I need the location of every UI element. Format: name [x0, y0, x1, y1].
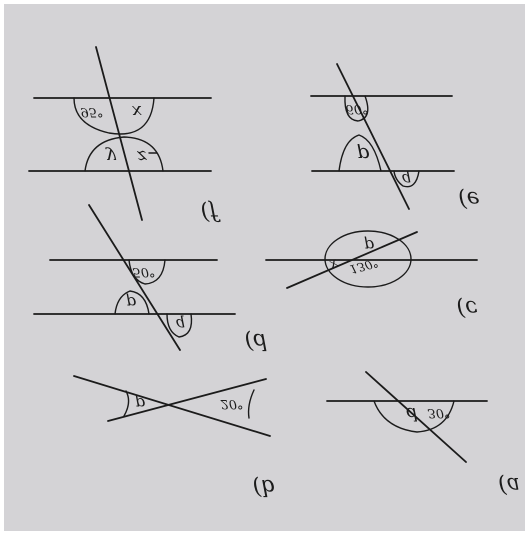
diagram-d-label: (d: [245, 328, 268, 353]
diagram-e-angle-q: q: [401, 170, 411, 189]
diagram-e-angle-60: 60°: [345, 101, 368, 116]
diagram-a-angle-30: 30°: [427, 405, 450, 420]
diagram-e: 60° p q (e: [310, 63, 480, 211]
diagram-f-arc-bottom: [84, 136, 164, 172]
diagram-f-label: (f: [201, 199, 222, 224]
diagram-b-line-two: [107, 378, 267, 422]
diagram-e-arc-60: [344, 95, 369, 122]
diagram-f-angle-z: z: [136, 146, 147, 167]
diagram-a-slanted-line: [365, 371, 467, 463]
mirrored-drawing-group: 60° p q (e 95° x y z (f 130° x: [28, 46, 520, 499]
diagram-f: 95° x y z (f: [28, 46, 222, 224]
diagram-e-label: (e: [458, 186, 480, 211]
diagram-d: 50° p q (d: [33, 204, 268, 353]
diagram-f-angle-95: 95°: [80, 104, 103, 119]
diagram-b-arc-20: [247, 389, 255, 419]
diagram-a: 30° d (a: [326, 371, 520, 497]
diagram-d-arc-50: [128, 259, 166, 285]
diagram-f-arc-top: [73, 97, 155, 135]
diagram-e-arc-q: [393, 170, 420, 188]
diagram-b-angle-p: p: [135, 394, 145, 413]
paper-background: [4, 4, 525, 531]
diagram-b: 20° p (b: [73, 375, 276, 499]
diagram-a-label: (a: [498, 472, 520, 497]
diagram-d-arc-q: [166, 313, 193, 338]
diagram-c-oval: [324, 230, 412, 288]
diagram-a-arc: [373, 400, 455, 433]
diagram-e-angle-p: p: [357, 143, 370, 167]
diagram-b-angle-20: 20°: [219, 396, 243, 411]
diagram-c-label: (c: [457, 295, 478, 320]
diagram-e-transversal: [336, 63, 410, 210]
diagram-d-arc-p: [114, 290, 150, 315]
diagram-d-angle-50: 50°: [132, 264, 155, 279]
diagram-b-arc-p: [123, 390, 130, 417]
diagram-c-angle-p: p: [364, 236, 374, 255]
diagram-f-angle-y: y: [105, 146, 117, 167]
diagram-a-angle-d: d: [406, 403, 418, 424]
diagram-e-arc-p: [338, 134, 382, 172]
diagram-d-angle-q: q: [175, 315, 185, 334]
diagram-b-line-one: [73, 375, 271, 437]
diagram-f-angle-x: x: [132, 101, 142, 122]
diagram-b-label: (b: [253, 474, 276, 499]
diagram-c-slanted-line: [286, 231, 418, 289]
diagram-d-angle-p: p: [126, 293, 136, 312]
diagram-c: 130° x p (c: [265, 230, 478, 320]
